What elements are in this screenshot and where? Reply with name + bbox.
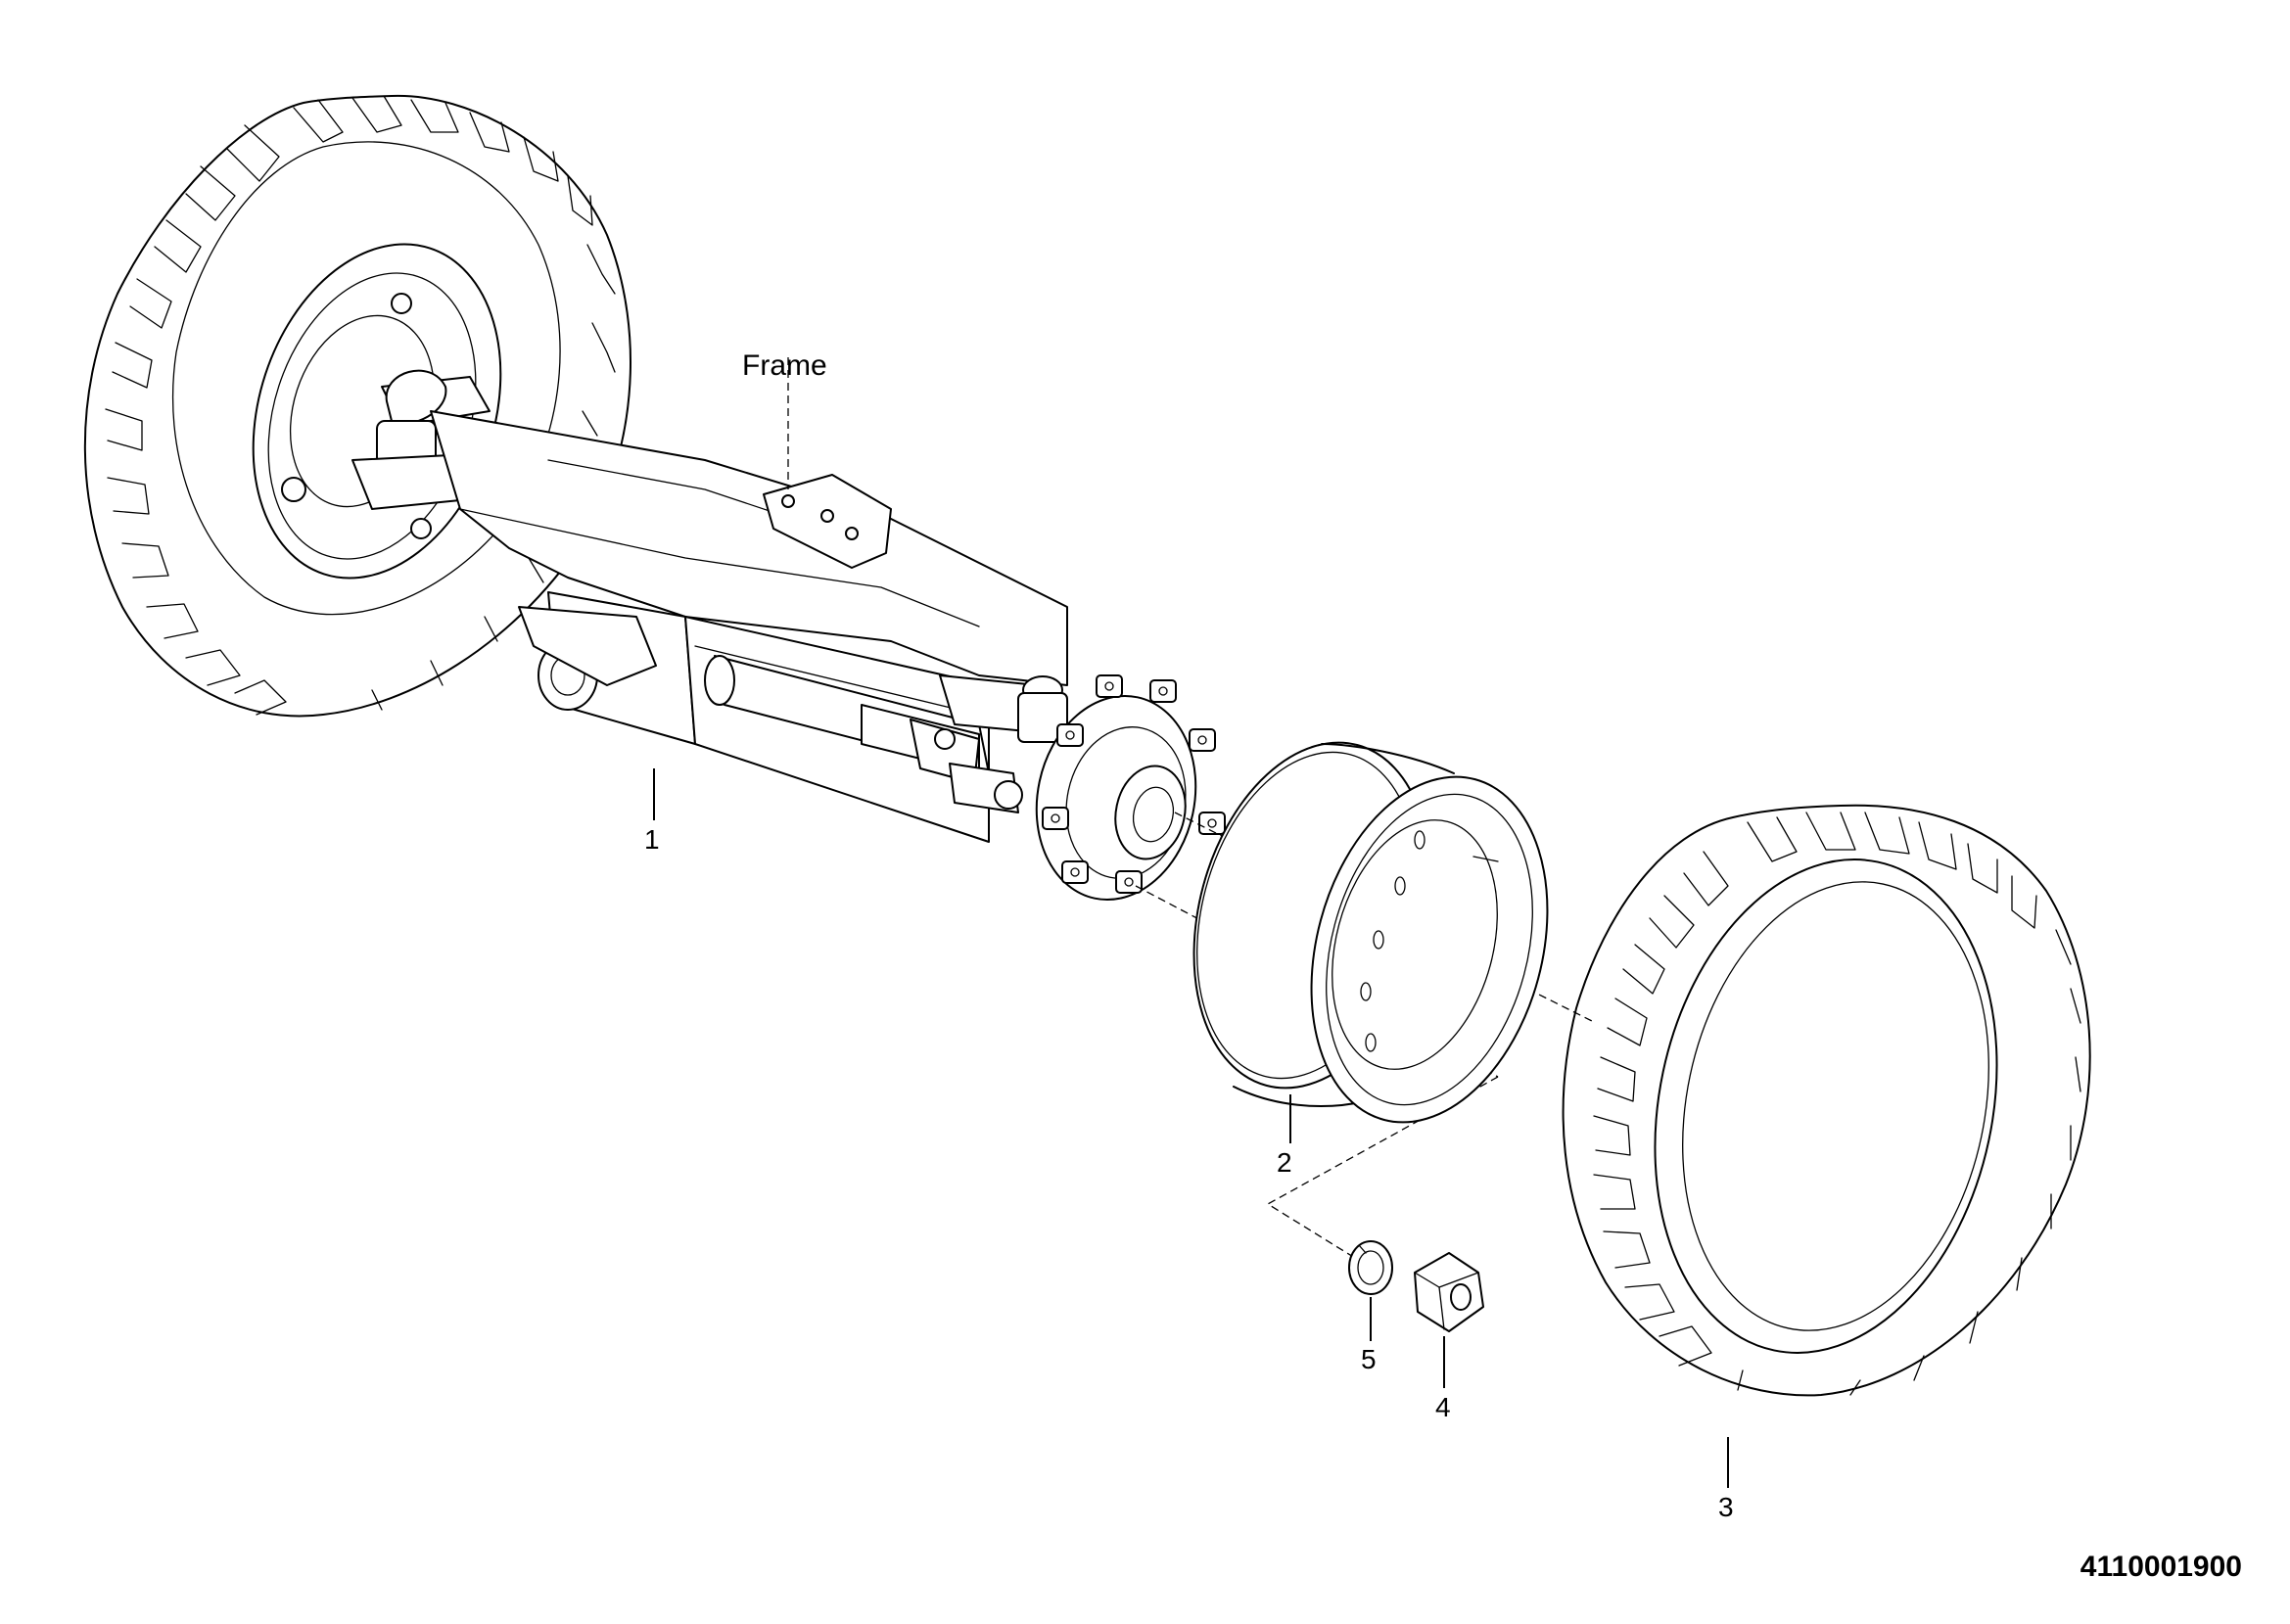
hex-nut [1414,1252,1484,1332]
callout-1: 1 [644,824,660,855]
callout-leaders [653,768,1729,1488]
callout-2: 2 [1277,1147,1292,1178]
callout-5: 5 [1361,1344,1377,1374]
tyre [1562,804,2091,1397]
drawing-number: 4110001900 [2080,1551,2242,1583]
wheel-rim [1192,741,1549,1124]
wheel-hub [1035,674,1226,902]
frame-label: Frame [742,349,827,382]
callout-3: 3 [1718,1492,1734,1522]
steer-axle [351,369,1068,843]
callout-4: 4 [1435,1392,1451,1422]
spring-washer [1348,1240,1393,1295]
